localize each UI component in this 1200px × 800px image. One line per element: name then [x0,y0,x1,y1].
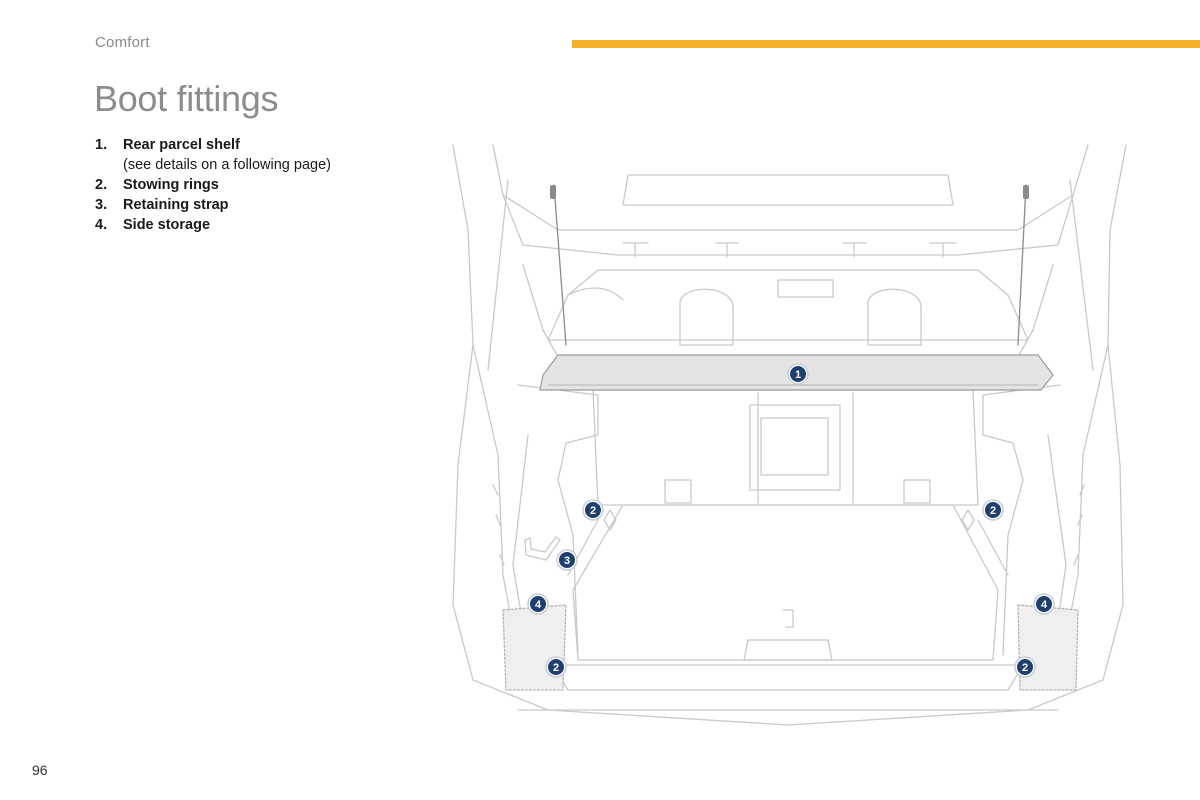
legend-number: 2. [95,177,108,193]
section-label: Comfort [95,34,150,51]
legend-label: Stowing rings [123,177,219,193]
legend-number: 1. [95,137,108,153]
page-number: 96 [32,762,48,778]
callout-number: 2 [1022,662,1028,674]
page-title: Boot fittings [94,78,279,119]
legend-item: 3. Retaining strap [95,195,331,215]
section-accent-bar [572,40,1200,48]
callout-marker: 1 [787,363,809,385]
legend-label: Retaining strap [123,197,229,213]
callout-marker: 3 [556,549,578,571]
callout-number: 3 [564,555,570,567]
boot-illustration: 1 2 2 3 4 2 4 2 [448,135,1130,735]
callout-marker: 2 [1014,656,1036,678]
legend-item: 1. Rear parcel shelf (see details on a f… [95,135,331,175]
callout-number: 4 [535,599,542,611]
callout-marker: 4 [527,593,549,615]
legend-label: Rear parcel shelf [123,137,240,153]
callout-marker: 2 [982,499,1004,521]
callout-number: 2 [590,505,596,517]
legend-item: 2. Stowing rings [95,175,331,195]
legend-label: Side storage [123,217,211,233]
boot-line-drawing: 1 2 2 3 4 2 4 2 [452,144,1127,726]
callout-number: 1 [795,369,801,381]
callout-marker: 2 [582,499,604,521]
legend-number: 3. [95,197,108,213]
callout-marker: 2 [545,656,567,678]
callout-number: 2 [553,662,559,674]
legend-item: 4. Side storage [95,215,331,235]
callout-number: 2 [990,505,996,517]
callout-number: 4 [1041,599,1048,611]
legend-number: 4. [95,217,108,233]
callout-marker: 4 [1033,593,1055,615]
legend-list: 1. Rear parcel shelf (see details on a f… [95,135,331,235]
legend-note: (see details on a following page) [123,157,331,173]
